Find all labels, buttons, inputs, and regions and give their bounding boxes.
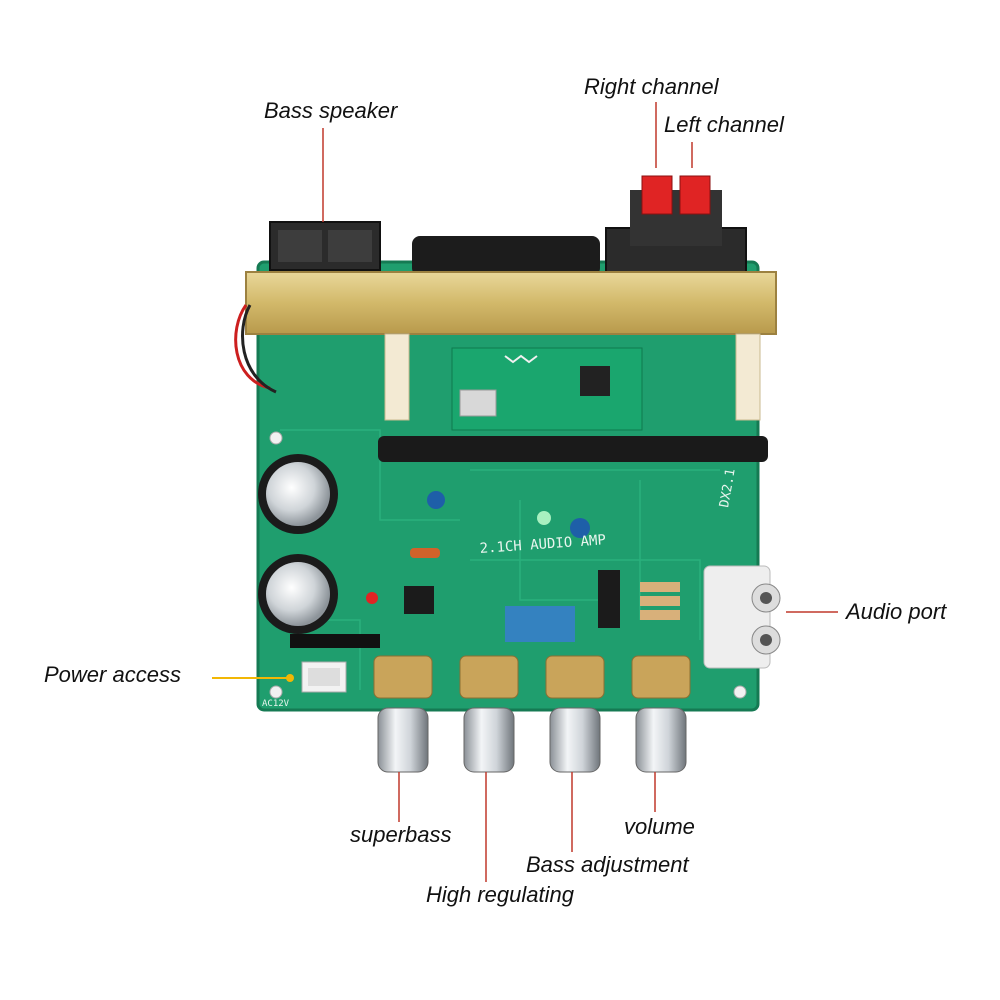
label-superbass: superbass: [350, 822, 452, 847]
potentiometer-superbass: [373, 655, 433, 773]
front-plate: [378, 436, 768, 462]
power-connector: [301, 661, 347, 693]
cooling-module: [412, 236, 600, 276]
filter-capacitor-top: [258, 454, 338, 534]
bluetooth-module: [451, 347, 643, 431]
filter-capacitor-bottom: [258, 554, 338, 634]
label-audio-port: Audio port: [846, 599, 947, 624]
small-components: [290, 491, 680, 648]
label-bass-speaker: Bass speaker: [264, 98, 398, 123]
potentiometer-bass: [545, 655, 605, 773]
silkscreen-power: AC12V: [262, 699, 290, 709]
label-bass-adjustment: Bass adjustment: [526, 852, 689, 877]
leader-lines: [212, 102, 838, 882]
heatsink: [245, 271, 777, 421]
silkscreen-model: DX2.1: [717, 468, 739, 509]
label-right-channel: Right channel: [584, 74, 719, 99]
speaker-channel-connector: [605, 175, 747, 273]
potentiometer-volume: [631, 655, 691, 773]
bass-speaker-connector: [269, 221, 381, 271]
power-wires: [234, 304, 277, 394]
label-left-channel: Left channel: [664, 112, 784, 137]
label-high-regulating: High regulating: [426, 882, 574, 907]
label-volume: volume: [624, 814, 695, 839]
label-power-access: Power access: [44, 662, 181, 687]
audio-port-rca: [703, 565, 781, 669]
power-access-marker: [286, 674, 294, 682]
potentiometer-high: [459, 655, 519, 773]
